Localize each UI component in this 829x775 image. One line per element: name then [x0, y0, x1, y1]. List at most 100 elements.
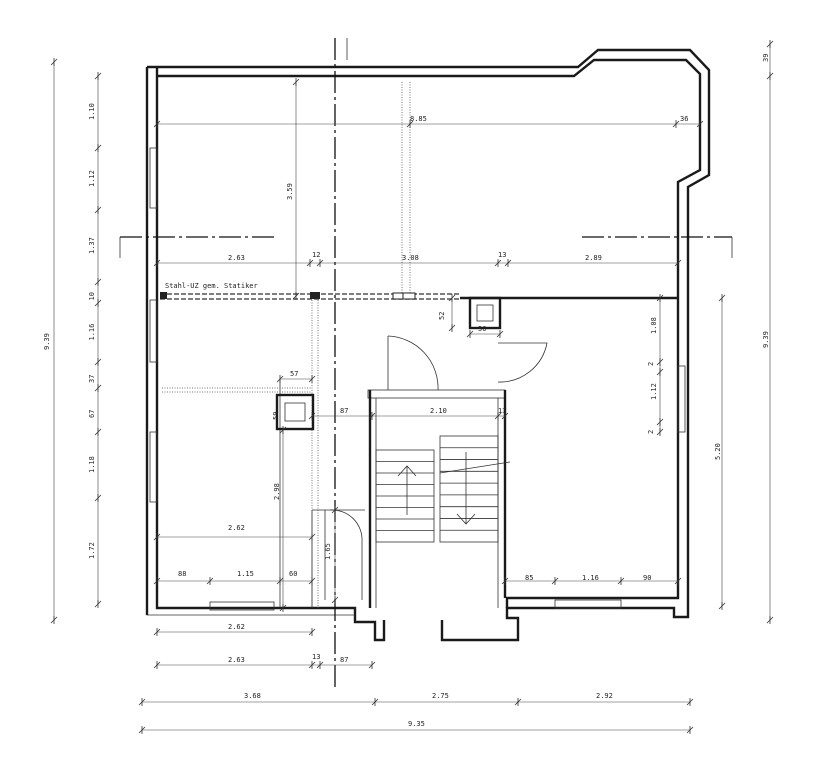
dimension-tick	[766, 72, 774, 80]
dim-right-total: 5.20	[714, 443, 722, 460]
dimension-tick	[94, 358, 102, 366]
dim-bottom-left-a: 88	[178, 570, 186, 578]
dimension-tick	[153, 120, 161, 128]
dimension-tick	[138, 726, 146, 734]
dim-left-chain-label: 67	[88, 410, 96, 418]
dimension-tick	[276, 577, 284, 585]
dim-room-height: 3.59	[286, 183, 294, 200]
dimension-tick	[674, 259, 682, 267]
dimension-tick	[292, 78, 300, 86]
dimension-tick	[514, 698, 522, 706]
dimension-tick	[279, 426, 287, 434]
dimension-tick	[656, 294, 664, 302]
dimension-tick	[674, 577, 682, 585]
dim-top-right: 36	[680, 115, 688, 123]
outer-walls	[145, 48, 711, 642]
dim-left-chain-label: 1.37	[88, 237, 96, 254]
dimension-tick	[718, 602, 726, 610]
dim-beam-left: 2.63	[228, 254, 245, 262]
dimension-tick	[494, 412, 502, 420]
dimension-tick	[94, 494, 102, 502]
dimension-tick	[153, 533, 161, 541]
dimension-tick	[94, 278, 102, 286]
beam-label: Stahl-UZ gem. Statiker	[165, 282, 258, 290]
dimension-tick	[504, 259, 512, 267]
dimension-tick	[50, 58, 58, 66]
dimension-tick	[50, 616, 58, 624]
dim-chimney-h: 52	[438, 312, 446, 320]
dimension-tick	[368, 661, 376, 669]
left-windows	[149, 147, 158, 503]
dimension-tick	[672, 120, 680, 128]
dimension-tick	[206, 577, 214, 585]
dim-outer-a: 3.68	[244, 692, 261, 700]
dim-beam-gap2: 13	[498, 251, 506, 259]
dimension-tick	[766, 616, 774, 624]
dimension-tick	[316, 661, 324, 669]
doors	[329, 335, 548, 600]
dimension-tick	[501, 577, 509, 585]
dim-left-room-h: 2.98	[273, 483, 281, 500]
dimension-tick	[308, 533, 316, 541]
dimension-tick	[656, 358, 664, 366]
dimension-tick	[94, 299, 102, 307]
dimension-lines	[53, 44, 771, 731]
labels: Stahl-UZ gem. Statiker 8.85 36 2.63 12 3…	[43, 54, 770, 728]
dimension-tick	[656, 368, 664, 376]
dim-stair-gap: 13	[498, 407, 506, 415]
right-window	[677, 365, 686, 433]
dim-beam-gap1: 12	[312, 251, 320, 259]
dim-right-outer-top: 39	[762, 54, 770, 62]
dimension-tick	[308, 661, 316, 669]
dimension-tick	[686, 698, 694, 706]
dimension-tick	[718, 294, 726, 302]
dim-left-total: 9.39	[43, 333, 51, 350]
dim-right-a: 1.08	[650, 317, 658, 334]
dimension-tick	[308, 577, 316, 585]
dimension-tick	[448, 324, 456, 332]
dim-bottom-left-b: 1.15	[237, 570, 254, 578]
dimension-tick	[94, 72, 102, 80]
dim-left-chain-label: 37	[88, 375, 96, 383]
dim-top-inner: 8.85	[410, 115, 427, 123]
dimension-tick	[551, 577, 559, 585]
dimension-tick	[94, 384, 102, 392]
dim-under-a: 2.62	[228, 623, 245, 631]
dim-bottom-right-c: 90	[643, 574, 651, 582]
dimension-tick	[276, 375, 284, 383]
dimension-tick	[466, 330, 474, 338]
dim-beam-right: 2.89	[585, 254, 602, 262]
staircase	[375, 435, 511, 543]
dim-chimney2-h: 59	[272, 412, 280, 420]
dim-under-b2: 13	[312, 653, 320, 661]
dim-left-chain-label: 1.18	[88, 456, 96, 473]
dimension-tick	[617, 577, 625, 585]
dimension-tick	[696, 120, 704, 128]
dim-beam-mid: 3.08	[402, 254, 419, 262]
dim-left-chain-label: 1.72	[88, 542, 96, 559]
dimension-tick	[292, 292, 300, 300]
dim-bottom-right-a: 85	[525, 574, 533, 582]
dimension-tick	[153, 661, 161, 669]
dim-corridor-h: 1.65	[324, 543, 332, 560]
dim-left-chain-label: 10	[88, 292, 96, 300]
dimension-tick	[94, 206, 102, 214]
dim-under-b3: 87	[340, 656, 348, 664]
dim-stair-width: 2.10	[430, 407, 447, 415]
dimension-tick	[153, 577, 161, 585]
dimension-tick	[138, 698, 146, 706]
chimney-left	[275, 393, 315, 431]
dim-stair-left: 87	[340, 407, 348, 415]
dimension-tick	[448, 294, 456, 302]
dimension-tick	[686, 726, 694, 734]
dimension-tick	[94, 600, 102, 608]
dimension-tick	[153, 628, 161, 636]
dimension-tick	[94, 144, 102, 152]
dimension-tick	[331, 506, 339, 514]
dim-outer-c: 2.92	[596, 692, 613, 700]
dimension-tick	[494, 259, 502, 267]
dimension-tick	[308, 375, 316, 383]
bottom-windows	[209, 599, 622, 611]
beam-supports	[160, 292, 416, 300]
